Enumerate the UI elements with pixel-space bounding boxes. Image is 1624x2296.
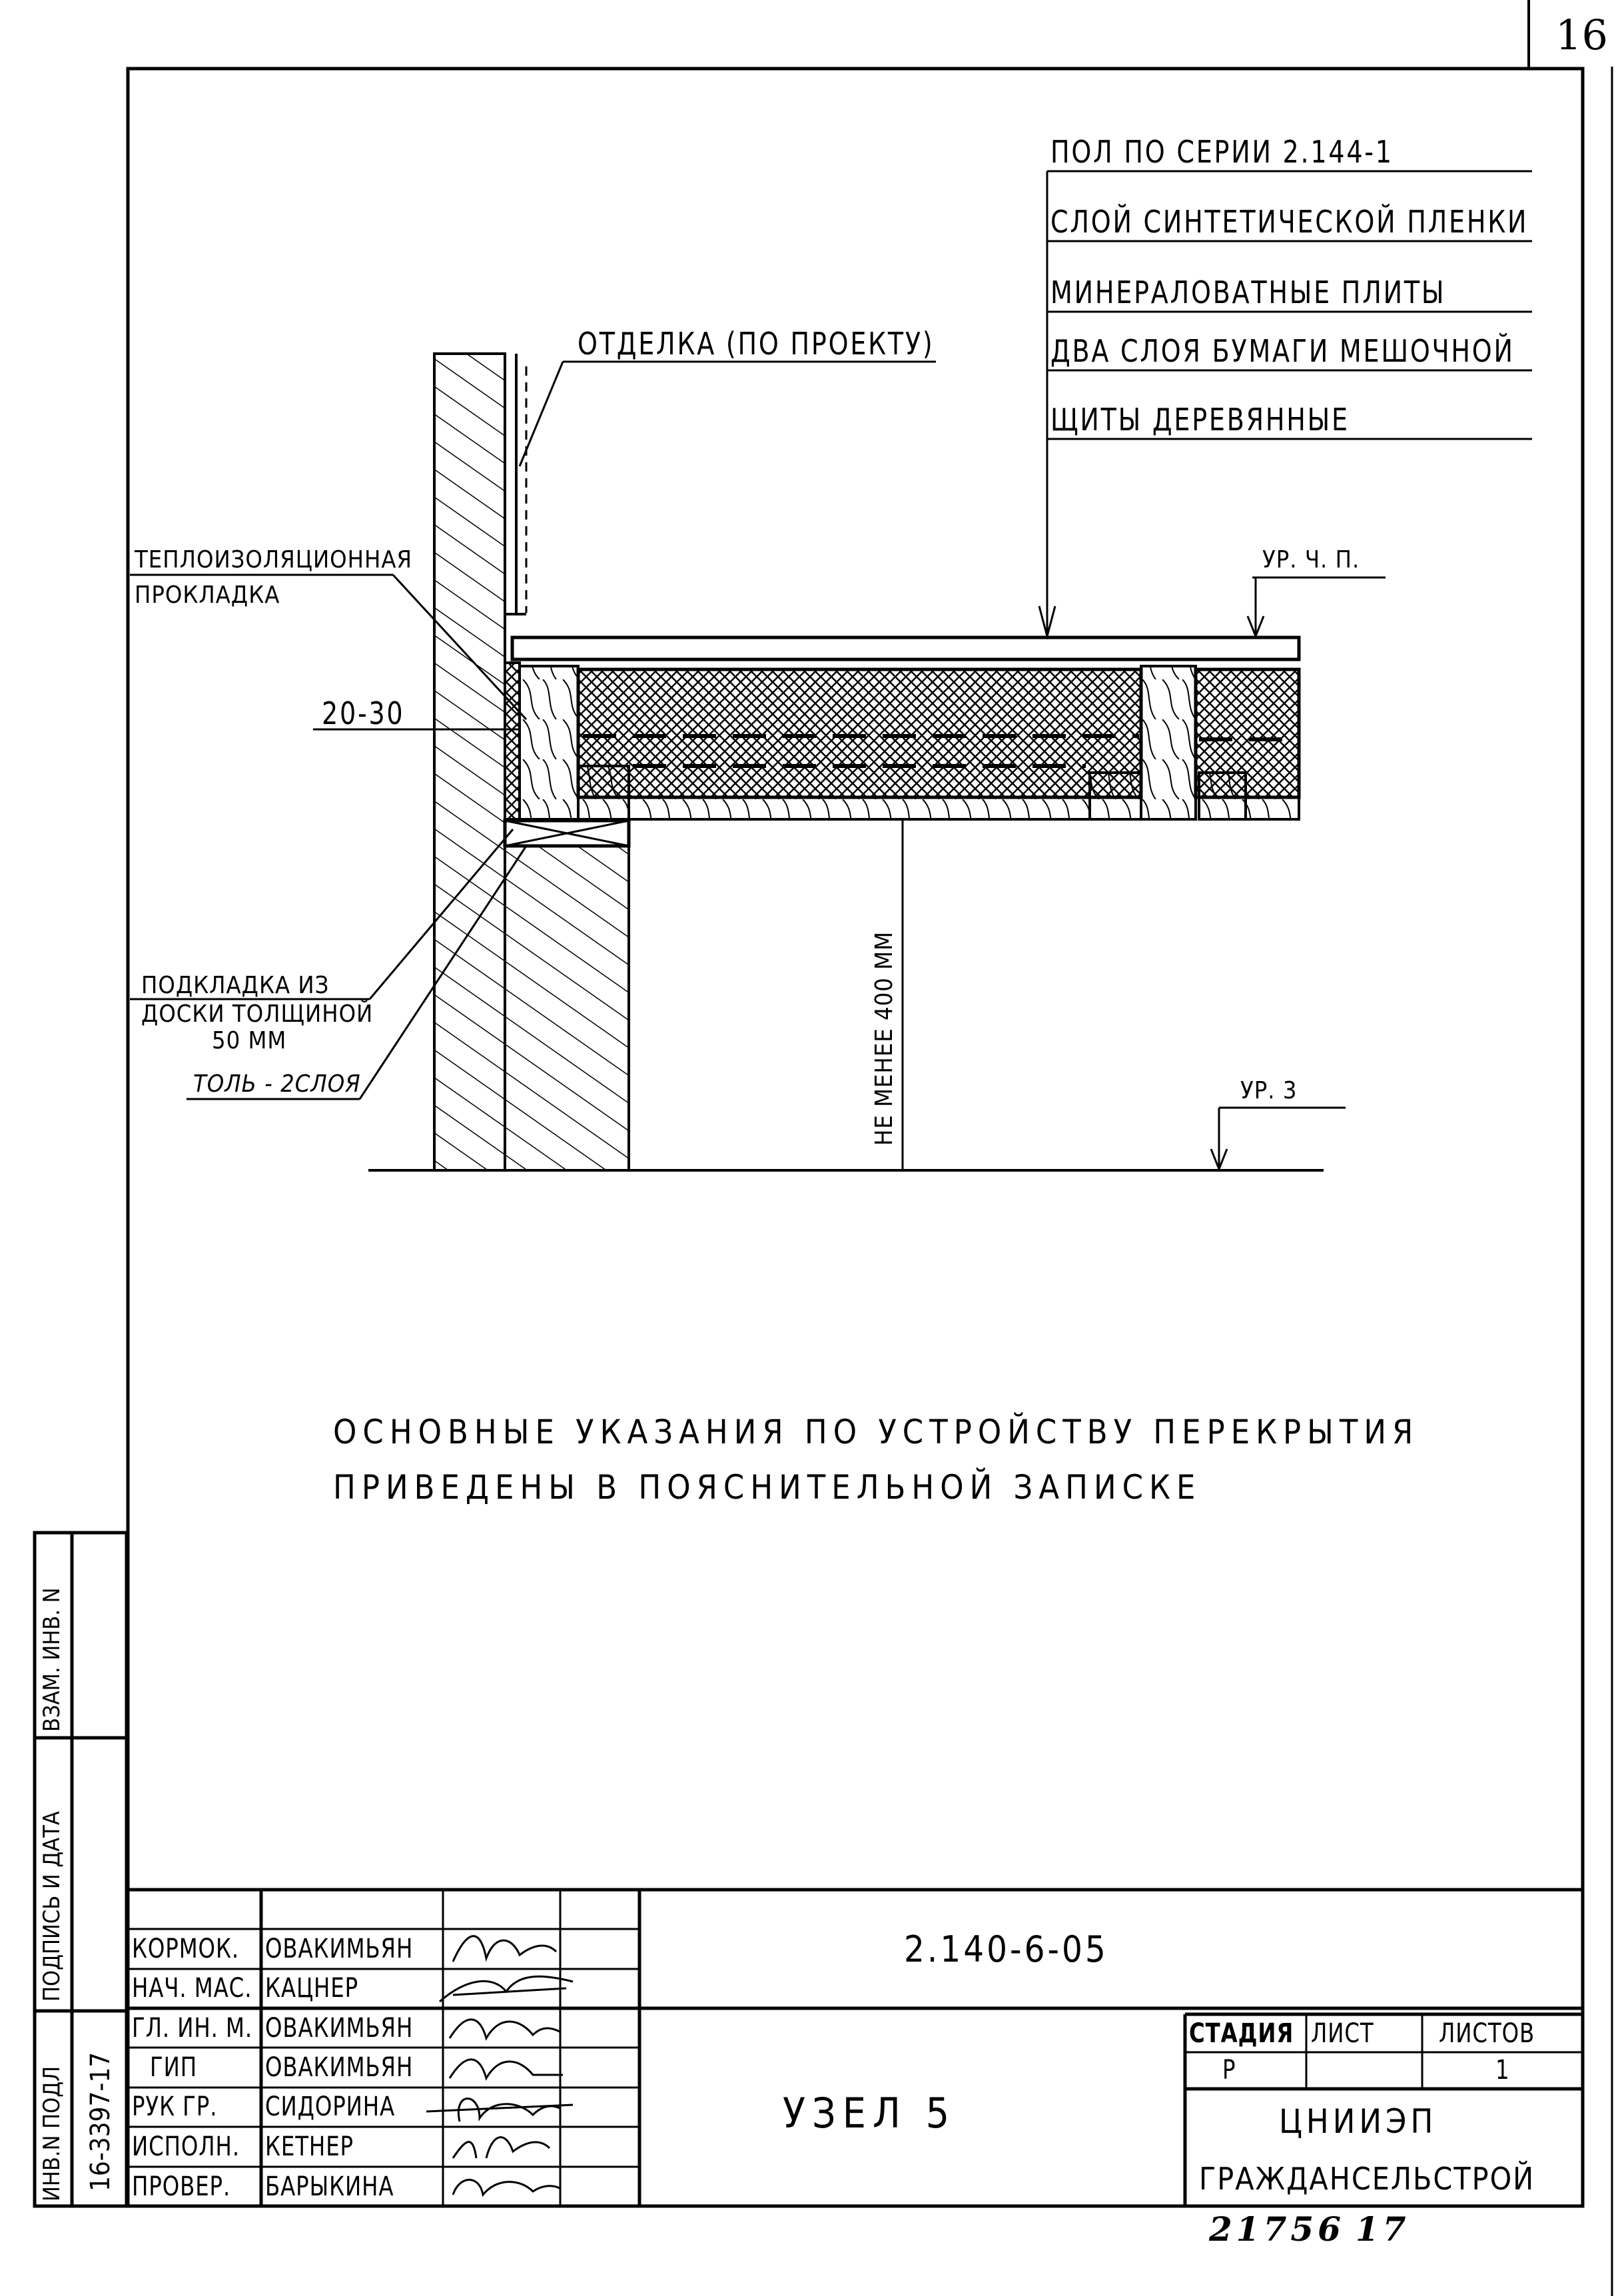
callout-finish: ОТДЕЛКА (ПО ПРОЕКТУ) — [578, 326, 935, 362]
callout-roofing: ТОЛЬ - 2СЛОЯ — [193, 1070, 361, 1098]
brick-wall — [433, 352, 630, 1172]
footer-number-1: 21756 — [1209, 2209, 1345, 2249]
dimension-label: НЕ МЕНЕЕ 400 ММ — [871, 931, 898, 1146]
organization-line2: ГРАЖДАНСЕЛЬСТРОЙ — [1199, 2161, 1535, 2197]
signature-6 — [452, 2136, 551, 2159]
signatory-name: КАЦНЕР — [265, 1973, 359, 2004]
signatory-role: КОРМОК. — [132, 1934, 240, 1964]
signatory-name: КЕТНЕР — [265, 2131, 354, 2162]
stamp-inventory-number: 16-3397-17 — [85, 2052, 116, 2191]
signatory-role: ПРОВЕР. — [132, 2171, 231, 2202]
level-ground-label: УР. 3 — [1240, 1077, 1298, 1104]
stamp-label-replaced-inv: ВЗАМ. ИНВ. N — [39, 1587, 65, 1732]
callout-gap: 20-30 — [322, 695, 405, 731]
leader-lines — [130, 170, 1532, 1172]
signatory-name: ОВАКИМЬЯН — [265, 2052, 414, 2083]
callout-mineral-wool: МИНЕРАЛОВАТНЫЕ ПЛИТЫ — [1050, 274, 1446, 310]
callout-floor-series: ПОЛ ПО СЕРИИ 2.144-1 — [1050, 134, 1394, 170]
sheets-label: ЛИСТОВ — [1439, 2018, 1535, 2049]
signature-2 — [439, 1975, 574, 2003]
wall-finish — [505, 354, 528, 615]
floor-plank — [510, 635, 1301, 661]
sheet-label: ЛИСТ — [1311, 2018, 1374, 2049]
signature-1 — [452, 1935, 558, 1962]
side-stamp-frame — [33, 1531, 129, 2208]
document-code: 2.140-6-05 — [904, 1928, 1108, 1970]
signatory-role: НАЧ. МАС. — [132, 1973, 252, 2004]
stamp-label-inv-original: ИНВ.N ПОДЛ — [39, 2066, 65, 2201]
level-floor-label: УР. Ч. П. — [1262, 546, 1360, 574]
signature-3 — [448, 2018, 560, 2041]
signatory-role: ИСПОЛН. — [132, 2131, 240, 2162]
note-line1: Основные указания по устройству перекрыт… — [333, 1413, 1420, 1451]
signatory-name: СИДОРИНА — [265, 2092, 396, 2122]
callout-insulation-line2: ПРОКЛАДКА — [135, 581, 280, 609]
sheet-number: 16 — [1555, 11, 1608, 59]
stage-value: Р — [1222, 2055, 1236, 2086]
callout-paper-layers: ДВА СЛОЯ БУМАГИ МЕШОЧНОЙ — [1050, 333, 1515, 369]
signatures — [426, 1935, 574, 2197]
signatory-role: РУК ГР. — [132, 2092, 218, 2122]
sheet-frame — [126, 0, 1613, 2296]
drawing-title: УЗЕЛ 5 — [783, 2089, 957, 2137]
signature-5 — [426, 2098, 574, 2122]
stamp-label-signature-date: ПОДПИСЬ И ДАТА — [39, 1811, 65, 2002]
floor-structure — [503, 661, 1301, 848]
signatory-role: ГЛ. ИН. М. — [132, 2013, 253, 2044]
organization-line1: ЦНИИЭП — [1279, 2102, 1437, 2141]
callout-insulation-line1: ТЕПЛОИЗОЛЯЦИОННАЯ — [135, 546, 413, 574]
signature-4 — [448, 2058, 563, 2081]
signatory-name: ОВАКИМЬЯН — [265, 2013, 414, 2044]
stage-label: СТАДИЯ — [1189, 2018, 1294, 2049]
title-block-frame — [128, 1888, 1583, 2206]
signatory-name: БАРЫКИНА — [265, 2171, 394, 2202]
callout-wooden-panels: ЩИТЫ ДЕРЕВЯННЫЕ — [1050, 402, 1350, 438]
callout-pad-line3: 50 ММ — [212, 1027, 287, 1054]
footer-number-2: 17 — [1356, 2209, 1410, 2249]
note-line2: приведены в пояснительной записке — [333, 1468, 1202, 1507]
signature-7 — [452, 2179, 560, 2197]
callout-pad-line2: ДОСКИ ТОЛЩИНОЙ — [141, 1000, 374, 1028]
sheets-value: 1 — [1495, 2055, 1510, 2086]
callout-pad-line1: ПОДКЛАДКА ИЗ — [141, 972, 330, 999]
signatory-name: ОВАКИМЬЯН — [265, 1934, 414, 1964]
signatory-role: ГИП — [150, 2052, 198, 2083]
callout-synthetic-film: СЛОЙ СИНТЕТИЧЕСКОЙ ПЛЕНКИ — [1050, 204, 1529, 240]
